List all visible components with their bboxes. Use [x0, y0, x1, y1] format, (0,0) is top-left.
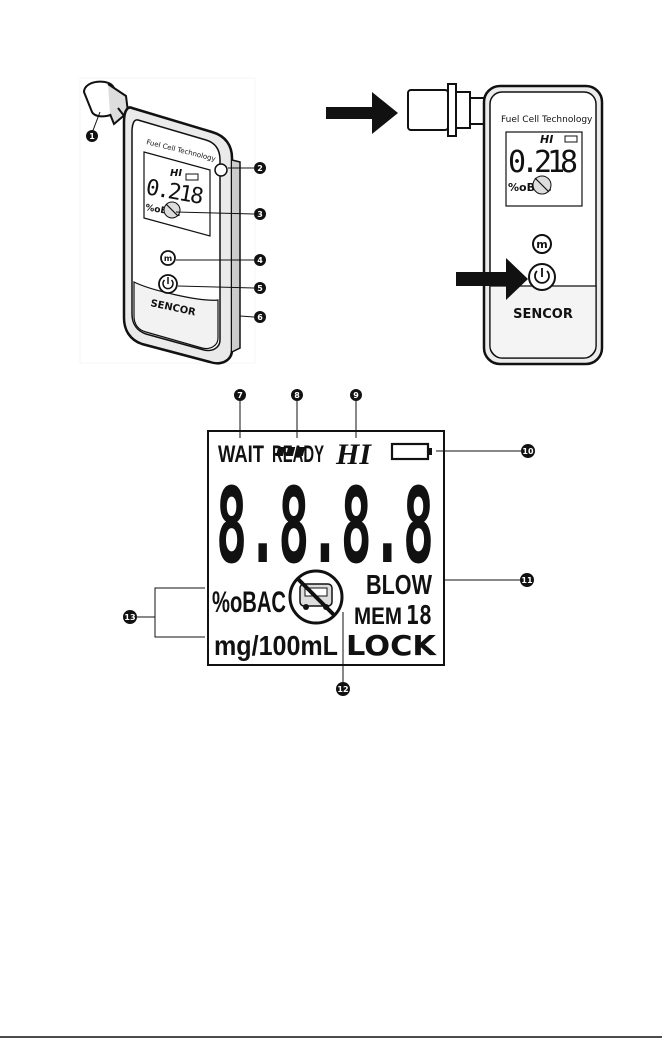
svg-text:12: 12	[337, 685, 348, 694]
left-power-button[interactable]	[159, 275, 177, 293]
lcd-detail: WAIT READY HI 8.8.8.8 %oBAC BLOW MEM 18 …	[123, 389, 535, 696]
right-caption: Fuel Cell Technology	[501, 115, 593, 125]
callout-1: 1	[86, 112, 100, 142]
left-m-button[interactable]: m	[161, 251, 175, 265]
svg-text:5: 5	[257, 284, 263, 293]
callout-13: 13	[123, 588, 205, 637]
svg-text:4: 4	[257, 256, 263, 265]
right-m-button[interactable]: m	[533, 235, 551, 253]
lcd-mem: MEM	[354, 603, 402, 630]
left-device: Fuel Cell Technology HI 0.218 %oBAC m SE…	[80, 78, 266, 363]
callout-10: 10	[436, 444, 535, 458]
insert-mouthpiece-arrow	[326, 92, 398, 134]
left-sensor-ring	[215, 164, 227, 176]
callout-11: 11	[444, 573, 534, 587]
svg-text:11: 11	[521, 576, 533, 585]
left-hi-indicator: HI	[170, 168, 182, 179]
callout-6: 6	[240, 311, 266, 323]
svg-text:1: 1	[89, 132, 95, 141]
svg-text:8: 8	[294, 391, 300, 400]
lcd-blow: BLOW	[366, 569, 432, 600]
lcd-bac: %oBAC	[212, 586, 286, 619]
lcd-wait: WAIT	[218, 441, 264, 468]
right-mouthpiece	[408, 84, 484, 136]
svg-text:6: 6	[257, 313, 263, 322]
svg-text:13: 13	[124, 613, 135, 622]
right-reading: 0.218	[508, 145, 578, 180]
svg-text:10: 10	[522, 447, 534, 456]
svg-text:m: m	[164, 254, 172, 263]
svg-text:3: 3	[257, 210, 263, 219]
lcd-mem-number: 18	[406, 601, 432, 631]
right-screen: HI 0.218 %oBAC	[506, 132, 582, 206]
right-power-button[interactable]	[529, 264, 555, 290]
right-brand: SENCOR	[513, 307, 573, 322]
svg-text:9: 9	[353, 391, 359, 400]
svg-text:m: m	[536, 238, 547, 251]
right-device: Fuel Cell Technology HI 0.218 %oBAC m SE…	[326, 84, 602, 364]
no-drive-icon	[290, 571, 342, 623]
lcd-lock: LOCK	[346, 629, 437, 662]
lcd-mg: mg/100mL	[214, 630, 338, 661]
svg-text:7: 7	[237, 391, 243, 400]
svg-text:2: 2	[257, 164, 263, 173]
